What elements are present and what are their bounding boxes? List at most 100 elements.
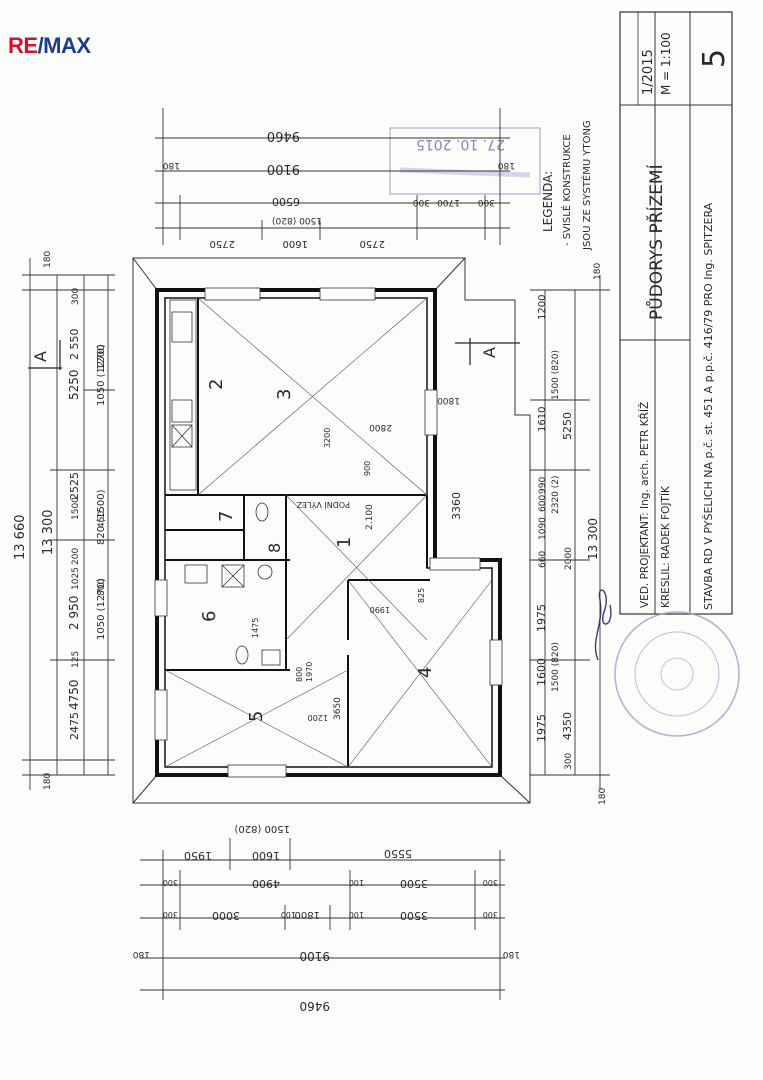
left-dim-200: 200 — [71, 548, 81, 565]
bottom-dim-1600: 1600 — [252, 849, 280, 862]
bottom-dim-180b: 180 — [503, 949, 520, 959]
top-dim-mid: 6500 — [272, 195, 300, 208]
section-label-left: A — [31, 351, 50, 362]
section-marker-right: A — [455, 338, 520, 365]
label-3200: 3200 — [323, 428, 332, 448]
title-drafter: KRESLIL: RADEK FOJTÍK — [659, 485, 672, 608]
title-project: STAVBA RD V PYŠELICH NA p.č. st. 451 A p… — [702, 202, 715, 610]
bottom-dimension-labels: 1500 (820) 1950 1600 5550 4900 3500 3000… — [133, 823, 520, 1013]
left-dim-1050a: 1050 (1270) — [96, 344, 107, 406]
left-dimension-labels: 13 660 13 300 5250 4750 2 950 2475 2525 … — [13, 251, 107, 790]
label-1970: 1970 — [305, 662, 314, 682]
room-numbers: 2 3 1 4 5 6 7 8 — [199, 379, 436, 722]
label-1990: 1990 — [370, 605, 390, 614]
top-dim-1600: 1600 — [283, 238, 308, 249]
label-900: 900 — [363, 461, 372, 476]
right-dim-600: 600 — [538, 495, 548, 512]
right-dim-2000: 2000 — [564, 547, 574, 570]
bottom-dim-100b: 100 — [349, 878, 364, 887]
label-825: 825 — [417, 588, 426, 603]
left-dim-2550: 2 550 — [68, 329, 81, 361]
bottom-dim-300c: 300 — [163, 910, 178, 919]
right-dim-2320: 2320 (2) — [551, 475, 561, 514]
bottom-dim-100c: 100 — [349, 910, 364, 919]
bottom-dim-1800: 1800 — [295, 909, 320, 920]
left-dim-2950: 2 950 — [67, 596, 81, 630]
label-1800: 1800 — [437, 395, 460, 405]
bottom-dim-inner: 9100 — [299, 949, 330, 963]
right-dim-1500b: 1500 (820) — [551, 350, 561, 400]
bottom-dim-300b: 300 — [483, 878, 498, 887]
signature — [594, 589, 612, 661]
label-2100: 2.100 — [365, 504, 375, 530]
left-dimensions — [22, 258, 115, 790]
left-dim-2475: 2475 — [68, 712, 81, 740]
right-dim-180: 180 — [593, 263, 603, 280]
bottom-dim-180a: 180 — [133, 949, 150, 959]
right-dim-660: 660 — [538, 551, 548, 568]
outer-walls — [154, 287, 503, 778]
right-dim-990: 990 — [538, 477, 548, 494]
left-dim-5250: 5250 — [67, 369, 81, 400]
title-sheet-number: 5 — [697, 49, 732, 68]
label-podni-vylez: PODNÍ VÝLEZ — [296, 500, 350, 511]
room-diagonals — [164, 297, 493, 768]
bottom-dim-4900: 4900 — [252, 877, 280, 890]
bottom-dim-3000: 3000 — [212, 909, 240, 922]
right-dim-1200: 1200 — [537, 295, 548, 320]
label-2800: 2800 — [369, 422, 392, 432]
left-dim-4750: 4750 — [67, 679, 81, 710]
top-dim-2750a: 2750 — [210, 238, 235, 249]
room-label-3: 3 — [274, 389, 295, 400]
top-dim-2750b: 2750 — [360, 238, 385, 249]
legend-line-2: JSOU ZE SYSTÉMU YTONG — [580, 120, 593, 251]
left-dim-1500: 1500 — [71, 497, 81, 520]
bottom-dim-300a: 300 — [163, 878, 178, 887]
top-dim-180: 180 — [163, 160, 180, 170]
stamp-date: 27. 10. 2015 — [416, 136, 505, 152]
room-label-6: 6 — [199, 611, 220, 622]
bottom-dim-1500: 1500 (820) — [234, 823, 290, 834]
right-dim-300: 300 — [564, 753, 574, 770]
room-label-7: 7 — [216, 511, 237, 522]
room-label-4: 4 — [415, 667, 436, 678]
title-block: 1/2015 M = 1:100 5 PŮDORYS PŘÍZEMÍ VED. … — [619, 11, 733, 615]
left-dim-450: 450 — [97, 511, 107, 528]
top-dimensions — [155, 108, 510, 245]
left-dim-800: 800 — [97, 579, 107, 596]
label-1475: 1475 — [251, 618, 260, 638]
right-dim-180b: 180 — [598, 788, 608, 805]
right-dim-1975b: 1975 — [535, 714, 548, 742]
right-dim-5250: 5250 — [561, 412, 574, 440]
bottom-dim-300d: 300 — [483, 910, 498, 919]
room-label-5: 5 — [246, 711, 267, 722]
left-dim-inner: 13 300 — [41, 510, 56, 556]
right-dim-1500: 1500 (820) — [551, 642, 561, 692]
kitchen-counter — [169, 299, 197, 491]
remax-logo: RE/MAX — [8, 33, 91, 58]
left-dim-overall: 13 660 — [13, 515, 28, 561]
top-dim-300b: 300 — [413, 197, 430, 207]
bottom-dim-1950: 1950 — [184, 849, 212, 862]
left-dim-1200: 1200 — [96, 345, 107, 370]
room-label-2: 2 — [206, 379, 227, 390]
title-sheet-name: PŮDORYS PŘÍZEMÍ — [645, 164, 667, 320]
right-dimensions — [530, 275, 610, 790]
bottom-dim-3500b: 3500 — [400, 909, 428, 922]
top-dimension-labels: 9460 9100 6500 300 1700 300 180 180 2750… — [163, 128, 515, 249]
bottom-dim-overall: 9460 — [299, 999, 330, 1013]
left-dim-125: 125 — [71, 651, 81, 668]
bottom-dim-5550: 5550 — [384, 847, 412, 860]
top-dim-300: 300 — [478, 197, 495, 207]
top-dim-1500: 1500 (820) — [272, 215, 322, 225]
title-scale: M = 1:100 — [659, 32, 673, 95]
section-marker-left: A — [28, 340, 62, 370]
label-3360: 3360 — [450, 492, 463, 520]
right-dim-4350: 4350 — [561, 712, 574, 740]
right-dim-1610: 1610 — [537, 407, 548, 432]
left-dim-1050b: 1050 (1270) — [96, 578, 107, 640]
left-dim-2525: 2525 — [68, 472, 81, 500]
right-dim-1600: 1600 — [535, 658, 548, 686]
